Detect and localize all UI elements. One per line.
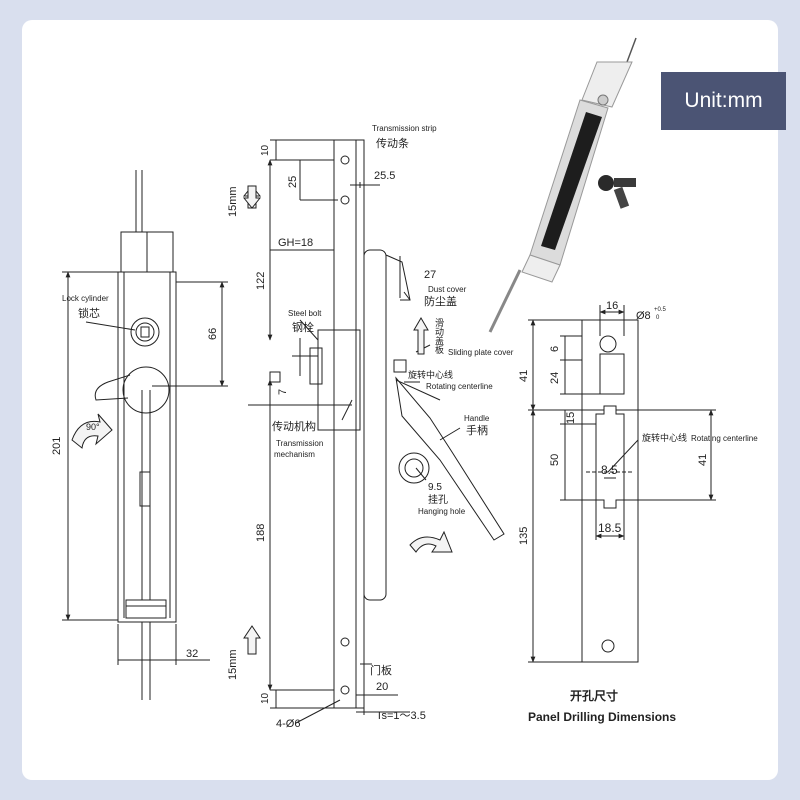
dim-27: 27: [424, 269, 436, 281]
steel-bolt-label-en: Steel bolt: [288, 309, 322, 318]
dim-18-5: 18.5: [598, 521, 622, 535]
hanging-hole-label-en: Hanging hole: [418, 507, 466, 516]
slide-arrow-up-icon: [413, 317, 429, 355]
unit-badge: Unit:mm: [661, 72, 786, 130]
dim-16: 16: [606, 300, 618, 312]
transmission-mechanism-label-en-2: mechanism: [274, 450, 315, 459]
handle-label-cn: 手柄: [466, 423, 488, 437]
dim-201: 201: [51, 437, 63, 455]
door-panel-label-cn: 门板: [370, 663, 392, 677]
dust-cover-label-en: Dust cover: [428, 285, 467, 294]
transmission-mechanism-label-en-1: Transmission: [276, 439, 323, 448]
dim-122: 122: [255, 272, 267, 290]
rotating-center-label-en: Rotating centerline: [426, 382, 493, 391]
hanging-hole-label-cn: 挂孔: [428, 493, 448, 506]
dim-25-5: 25.5: [374, 170, 395, 182]
ts-range-label: Ts=1～3.5: [376, 710, 426, 722]
front-view: [62, 170, 228, 700]
dim-10-bottom: 10: [260, 692, 271, 704]
dim-41-right: 41: [697, 454, 709, 466]
dim-32: 32: [186, 648, 198, 660]
rotating-center-2-label-cn: 旋转中心线: [642, 432, 687, 444]
dim-50: 50: [549, 454, 561, 466]
panel-drilling-title-en: Panel Drilling Dimensions: [528, 710, 676, 724]
gh-18-label: GH=18: [278, 237, 313, 249]
dim-25: 25: [287, 176, 299, 188]
key-icon: [598, 175, 636, 209]
dim-135: 135: [518, 527, 530, 545]
transmission-strip-label-en: Transmission strip: [372, 124, 437, 133]
dim-66: 66: [207, 328, 219, 340]
dim-41-left: 41: [518, 370, 530, 382]
lock-cylinder-label-en: Lock cylinder: [62, 294, 109, 303]
transmission-strip-label-cn: 传动条: [376, 136, 409, 150]
side-view: [248, 139, 505, 724]
sliding-cover-label-en: Sliding plate cover: [448, 348, 514, 357]
dim-24: 24: [549, 372, 561, 384]
tolerance-upper: +0.5: [654, 307, 667, 313]
rotation-angle-label: 90°: [86, 422, 100, 432]
dim-15: 15: [565, 412, 577, 424]
steel-bolt-label-cn: 钢栓: [292, 320, 314, 334]
stroke-15mm-bottom: 15mm: [227, 649, 239, 680]
sliding-cover-label-cn: 滑动盖板: [433, 318, 444, 355]
panel-drilling-title-cn: 开孔尺寸: [570, 688, 618, 703]
dim-188: 188: [255, 524, 267, 542]
drawing-sheet: [22, 20, 778, 780]
stroke-15mm-top: 15mm: [227, 186, 239, 217]
stroke-arrow-down-icon: [242, 185, 262, 209]
dim-8-5: 8.5: [601, 463, 618, 477]
dim-10-top: 10: [260, 144, 271, 156]
holes-4-d6: 4-Ø6: [276, 718, 300, 730]
lock-cylinder-label-cn: 锁芯: [78, 306, 100, 320]
rotation-arrow-icon: [71, 413, 113, 449]
dim-7: 7: [277, 389, 289, 395]
dim-20: 20: [376, 681, 388, 693]
dim-d8: Ø8: [636, 310, 651, 322]
panel-drilling-view: [528, 305, 716, 663]
dust-cover-label-cn: 防尘盖: [424, 294, 457, 308]
product-photo: [488, 37, 637, 333]
stroke-arrow-bottom-icon: [243, 625, 261, 655]
dim-9-5: 9.5: [428, 482, 442, 493]
tolerance-lower: 0: [656, 315, 660, 321]
rotating-center-label-cn: 旋转中心线: [408, 369, 453, 381]
dim-6: 6: [549, 346, 561, 352]
handle-label-en: Handle: [464, 414, 490, 423]
handle-rotation-arrow-icon: [409, 530, 453, 553]
rotating-center-2-label-en: Rotating centerline: [691, 434, 758, 443]
transmission-mechanism-label-cn: 传动机构: [272, 419, 316, 433]
